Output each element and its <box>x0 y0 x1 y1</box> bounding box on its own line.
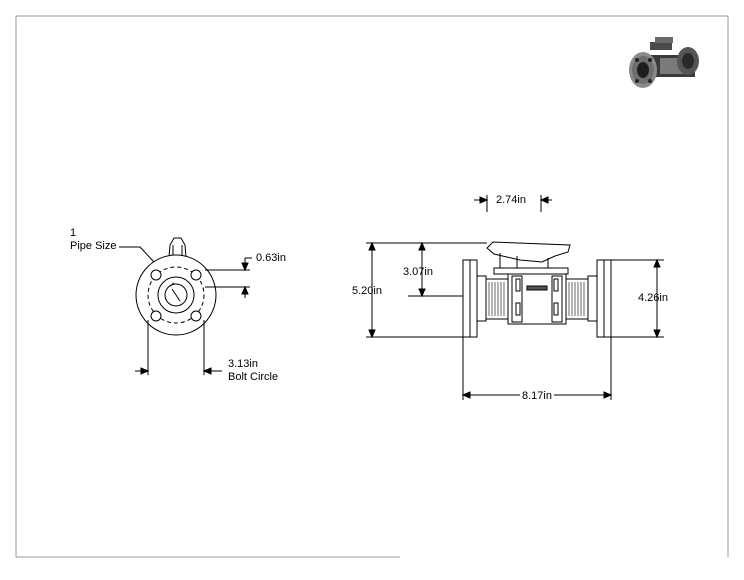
bolt-circle <box>147 266 205 324</box>
overall-length-dimension: 8.17in <box>520 390 554 402</box>
front-dimensions <box>119 246 252 375</box>
side-view <box>462 241 612 338</box>
isometric-thumbnail <box>629 37 699 88</box>
side-dimensions <box>366 195 664 400</box>
bolt-hole <box>190 310 202 322</box>
bolt-circle-dimension: 3.13in <box>228 358 258 370</box>
bolt-circle-label: Bolt Circle <box>228 371 279 383</box>
side-handle-icon <box>486 241 571 263</box>
pipe-size-value: 1 <box>70 227 77 239</box>
bolt-hole <box>150 310 162 322</box>
overall-height-dimension: 5.20in <box>352 285 382 297</box>
handle-height-dimension: 3.07in <box>403 266 433 278</box>
sheet-border <box>15 15 729 558</box>
bolt-hole <box>150 269 162 281</box>
front-handle-icon <box>168 237 187 258</box>
bolt-hole <box>190 269 202 281</box>
handle-width-dimension: 2.74in <box>496 194 526 206</box>
flange-height-dimension: 4.26in <box>638 292 668 304</box>
pipe-size-label: Pipe Size <box>70 240 117 252</box>
front-view <box>135 237 217 336</box>
offset-dimension: 0.63in <box>256 252 286 264</box>
